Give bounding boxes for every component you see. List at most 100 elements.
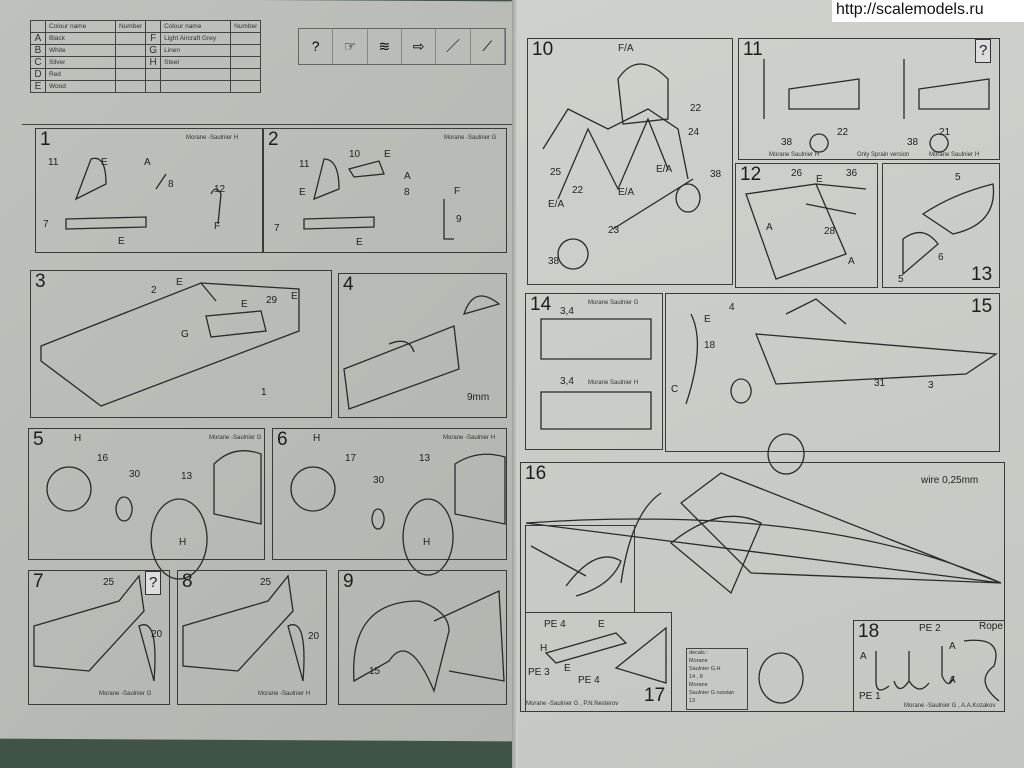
- caption: Morane Saulnier H: [929, 152, 980, 158]
- part-label: 30: [373, 475, 385, 486]
- part-label: H: [179, 537, 187, 548]
- assembly-drawing: [544, 626, 667, 684]
- assembly-drawing: [745, 183, 867, 280]
- part-label: PE 3: [528, 667, 550, 678]
- part-label: 25: [103, 577, 115, 588]
- part-label: 13: [419, 453, 431, 464]
- part-label: 23: [608, 225, 620, 236]
- part-label: 38: [781, 137, 793, 148]
- spring-icon: ≋: [368, 29, 402, 64]
- decal-line: 14 , 8: [689, 674, 703, 680]
- assembly-drawing: [290, 453, 506, 576]
- assembly-drawing: [685, 298, 998, 475]
- part-label: 25: [260, 577, 272, 588]
- part-label: 4: [729, 302, 735, 313]
- divider: [22, 124, 512, 125]
- part-label: PE 4: [544, 619, 566, 630]
- part-label: wire 0,25mm: [921, 475, 979, 486]
- assembly-drawing: [33, 574, 156, 682]
- step-number: 1: [40, 129, 51, 150]
- decal-line: Saulnier G russian: [689, 690, 735, 696]
- cut-icon: ／: [436, 29, 471, 64]
- part-label: 6: [938, 252, 944, 263]
- part-label: A: [404, 171, 411, 182]
- assembly-drawing: [65, 157, 222, 230]
- part-label: H: [540, 643, 548, 654]
- step-number: 5: [33, 429, 44, 450]
- decal-line: 13: [689, 698, 696, 704]
- assembly-drawing: [303, 158, 454, 240]
- part-label: 7: [274, 223, 280, 234]
- watermark: http://scalemodels.ru: [832, 0, 1024, 22]
- assembly-drawing: [525, 472, 1002, 704]
- part-label: 22: [837, 127, 849, 138]
- part-label: E: [299, 187, 306, 198]
- part-label: 12: [214, 184, 226, 195]
- part-label: E: [101, 157, 108, 168]
- step-number: 8: [182, 571, 193, 592]
- part-label: 20: [151, 629, 163, 640]
- part-label: 10: [349, 149, 361, 160]
- part-label: 13: [181, 471, 193, 482]
- caption: Morane Saulnier G: [588, 300, 639, 306]
- right-page: [515, 0, 1024, 768]
- step-number: 10: [532, 39, 554, 60]
- step-number: 16: [525, 463, 547, 484]
- step-number: 11: [743, 39, 763, 60]
- assembly-drawing: [902, 183, 995, 276]
- assembly-drawing: [763, 59, 990, 153]
- variant-caption: Morane -Saulnier G: [209, 435, 262, 441]
- part-label: 2: [151, 285, 157, 296]
- part-label: 26: [791, 168, 803, 179]
- part-label: 15: [369, 666, 381, 677]
- step-number: 7: [33, 571, 44, 592]
- optional-badge-icon: ?: [975, 39, 992, 63]
- caption: Only Sprain version: [857, 152, 910, 158]
- step-number: 18: [858, 621, 880, 642]
- part-label: 22: [572, 185, 584, 196]
- caption: Morane Saulnier H: [769, 152, 820, 158]
- part-label: 3: [928, 380, 934, 391]
- step-number: 2: [268, 129, 279, 150]
- part-label: A: [949, 641, 956, 652]
- part-label: 5: [898, 274, 904, 285]
- part-label: A: [144, 157, 151, 168]
- part-label: 36: [846, 168, 858, 179]
- decal-line: Morane: [689, 658, 708, 664]
- part-label: 21: [939, 127, 951, 138]
- step-number: 3: [35, 271, 46, 292]
- assembly-drawing: [353, 590, 505, 694]
- part-label: G: [181, 329, 189, 340]
- part-label: Rope: [979, 621, 1003, 632]
- detail-inset: [525, 525, 635, 613]
- part-label: 11: [48, 157, 59, 168]
- part-label: 17: [345, 453, 357, 464]
- bend-icon: ☞: [333, 29, 368, 64]
- assembly-drawing: [182, 574, 305, 682]
- part-label: 18: [704, 340, 716, 351]
- optional-badge-icon: ?: [145, 571, 162, 595]
- part-label: E: [356, 237, 363, 248]
- part-label: E/A: [548, 199, 565, 210]
- assembly-drawing: [343, 295, 501, 410]
- knife-icon: ⟋: [471, 29, 505, 64]
- part-label: E: [704, 314, 711, 325]
- decal-line: Saulnier G,H: [689, 666, 721, 672]
- page-fold: [512, 0, 518, 768]
- variant-caption: Morane -Saulnier G , A.A.Kozakov: [904, 703, 996, 709]
- part-label: 22: [690, 103, 702, 114]
- part-label: E: [598, 619, 605, 630]
- part-label: PE 1: [859, 691, 881, 702]
- step-number: 12: [740, 164, 762, 185]
- assembly-icon: ⇨: [402, 29, 437, 64]
